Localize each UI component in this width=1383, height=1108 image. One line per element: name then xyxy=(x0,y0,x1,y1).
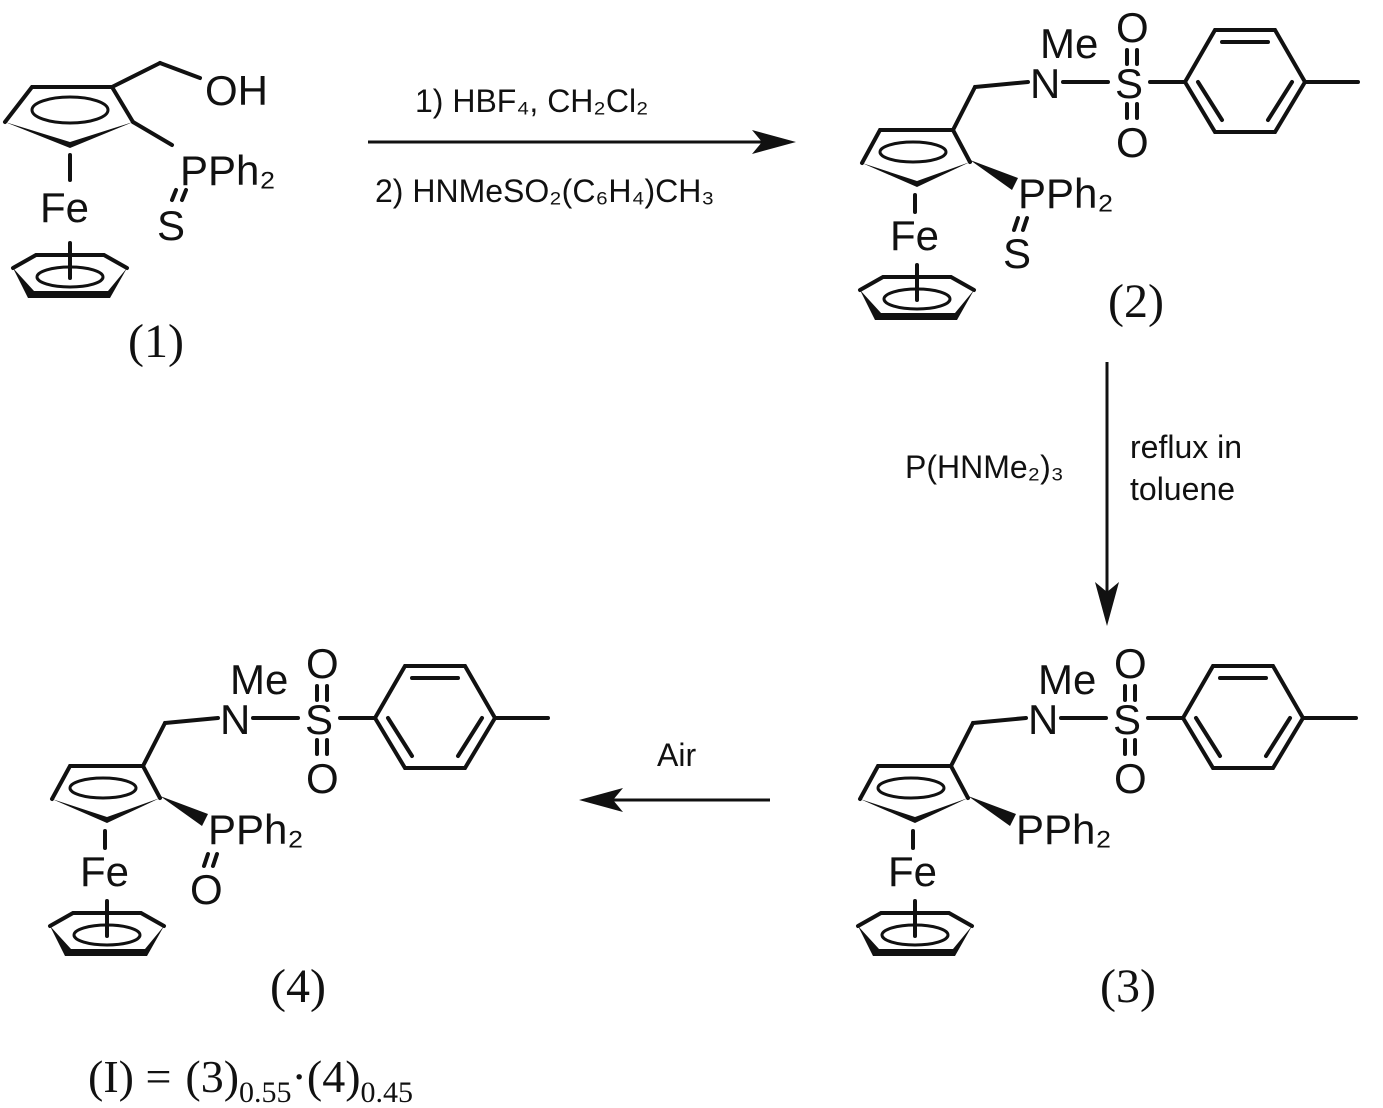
cp-ring-front xyxy=(5,122,133,148)
cp-ring-front xyxy=(862,162,970,187)
bond xyxy=(131,120,174,147)
phosphine-label: PPh₂ xyxy=(208,806,304,853)
cp-ring-lower xyxy=(48,899,166,956)
oxygen-label: O xyxy=(1114,640,1147,687)
oxygen-label: O xyxy=(1114,755,1147,802)
formula-fraction-4: 0.45 xyxy=(361,1076,414,1108)
bond xyxy=(163,716,220,725)
ring-double-bond xyxy=(386,716,414,758)
cp-ring-lower xyxy=(856,899,974,956)
cp-ring-lower xyxy=(11,241,129,298)
tolyl-ring xyxy=(1182,28,1308,134)
ring-double-bond xyxy=(1196,80,1224,122)
cp-ring-front xyxy=(52,798,160,823)
cp-ring-back xyxy=(860,128,972,165)
p-s-double-bond xyxy=(1012,216,1020,232)
nitrogen-label: N xyxy=(220,696,250,743)
p-s-double-bond xyxy=(1021,216,1029,232)
bond xyxy=(110,61,162,89)
bond xyxy=(951,85,977,132)
iron-label: Fe xyxy=(80,848,129,895)
ring-double-bond xyxy=(1266,80,1294,122)
ring-double-bond xyxy=(1194,716,1222,758)
phosphoryl-oxygen-label: O xyxy=(190,866,223,913)
cp-aromatic-circle xyxy=(30,95,110,125)
phosphine-label: PPh₂ xyxy=(1016,806,1112,853)
bond xyxy=(973,80,1030,89)
step2-condition-1: reflux in xyxy=(1130,429,1242,465)
label-compound-4: (4) xyxy=(270,960,326,1013)
formula-compound-4: (4) xyxy=(307,1051,361,1102)
bond xyxy=(949,721,975,768)
cp-ring-front xyxy=(858,926,972,956)
oxygen-label: O xyxy=(1116,4,1149,51)
ring-double-bond xyxy=(456,716,484,758)
cp-ring-back xyxy=(858,764,970,801)
wedge-bond xyxy=(160,796,208,826)
oxygen-label: O xyxy=(306,640,339,687)
formula-fraction-3: 0.55 xyxy=(239,1076,292,1108)
oxygen-label: O xyxy=(1116,119,1149,166)
bond xyxy=(141,721,167,768)
label-compound-2: (2) xyxy=(1108,275,1164,328)
bond xyxy=(971,716,1028,725)
step3-reagent: Air xyxy=(657,737,696,773)
thiophosphoryl-sulfur-label: S xyxy=(1003,230,1031,277)
cp-ring-front xyxy=(860,290,974,320)
arrow-step2 xyxy=(1095,362,1119,626)
formula: (I) = (3)0.55·(4)0.45 xyxy=(88,1051,413,1108)
phosphine-label: PPh₂ xyxy=(180,147,276,194)
nitrogen-label: N xyxy=(1030,60,1060,107)
sulfur-label: S xyxy=(157,202,185,249)
arrow-step1 xyxy=(368,130,796,154)
ring-double-bond xyxy=(1264,716,1292,758)
wedge-bond xyxy=(970,160,1018,190)
step1-reagent-2: 2) HNMeSO₂(C₆H₄)CH₃ xyxy=(375,173,714,209)
cp-aromatic-circle xyxy=(878,140,948,164)
methyl-label: Me xyxy=(1040,20,1098,67)
cp-ring-front xyxy=(50,926,164,956)
tolyl-ring xyxy=(1180,664,1306,770)
step1-reagent-1: 1) HBF₄, CH₂Cl₂ xyxy=(415,83,648,119)
nitrogen-label: N xyxy=(1028,696,1058,743)
tolyl-ring xyxy=(372,664,498,770)
p-o-double-bond xyxy=(202,852,210,868)
label-compound-1: (1) xyxy=(128,315,184,368)
p-s-double-bond xyxy=(170,188,178,202)
iron-label: Fe xyxy=(890,212,939,259)
cp-ring-back xyxy=(3,85,135,124)
iron-label: Fe xyxy=(40,184,89,231)
cp-ring-front xyxy=(13,268,127,298)
methyl-label: Me xyxy=(1038,656,1096,703)
iron-label: Fe xyxy=(888,848,937,895)
p-s-double-bond xyxy=(180,188,188,202)
cp-ring-front xyxy=(860,798,968,823)
sulfonyl-sulfur-label: S xyxy=(305,696,333,743)
methyl-label: Me xyxy=(230,656,288,703)
bond xyxy=(158,61,202,80)
formula-dot: · xyxy=(292,1051,307,1102)
wedge-bond xyxy=(968,796,1016,826)
compound-1: OH PPh₂ S Fe xyxy=(3,61,276,298)
label-compound-3: (3) xyxy=(1100,960,1156,1013)
cp-aromatic-circle xyxy=(876,776,946,800)
hydroxyl-label: OH xyxy=(205,67,268,114)
cp-aromatic-circle xyxy=(68,776,138,800)
step2-reagent: P(HNMe₂)₃ xyxy=(905,449,1064,485)
p-o-double-bond xyxy=(211,852,219,868)
phosphine-label: PPh₂ xyxy=(1018,170,1114,217)
sulfonyl-sulfur-label: S xyxy=(1115,60,1143,107)
formula-lhs: (I) = xyxy=(88,1051,171,1102)
arrow-step3 xyxy=(579,788,770,812)
cp-ring-back xyxy=(50,764,162,801)
formula-compound-3: (3) xyxy=(185,1051,239,1102)
cp-ring-lower xyxy=(858,263,976,320)
sulfonyl-sulfur-label: S xyxy=(1113,696,1141,743)
step2-condition-2: toluene xyxy=(1130,471,1235,507)
oxygen-label: O xyxy=(306,755,339,802)
